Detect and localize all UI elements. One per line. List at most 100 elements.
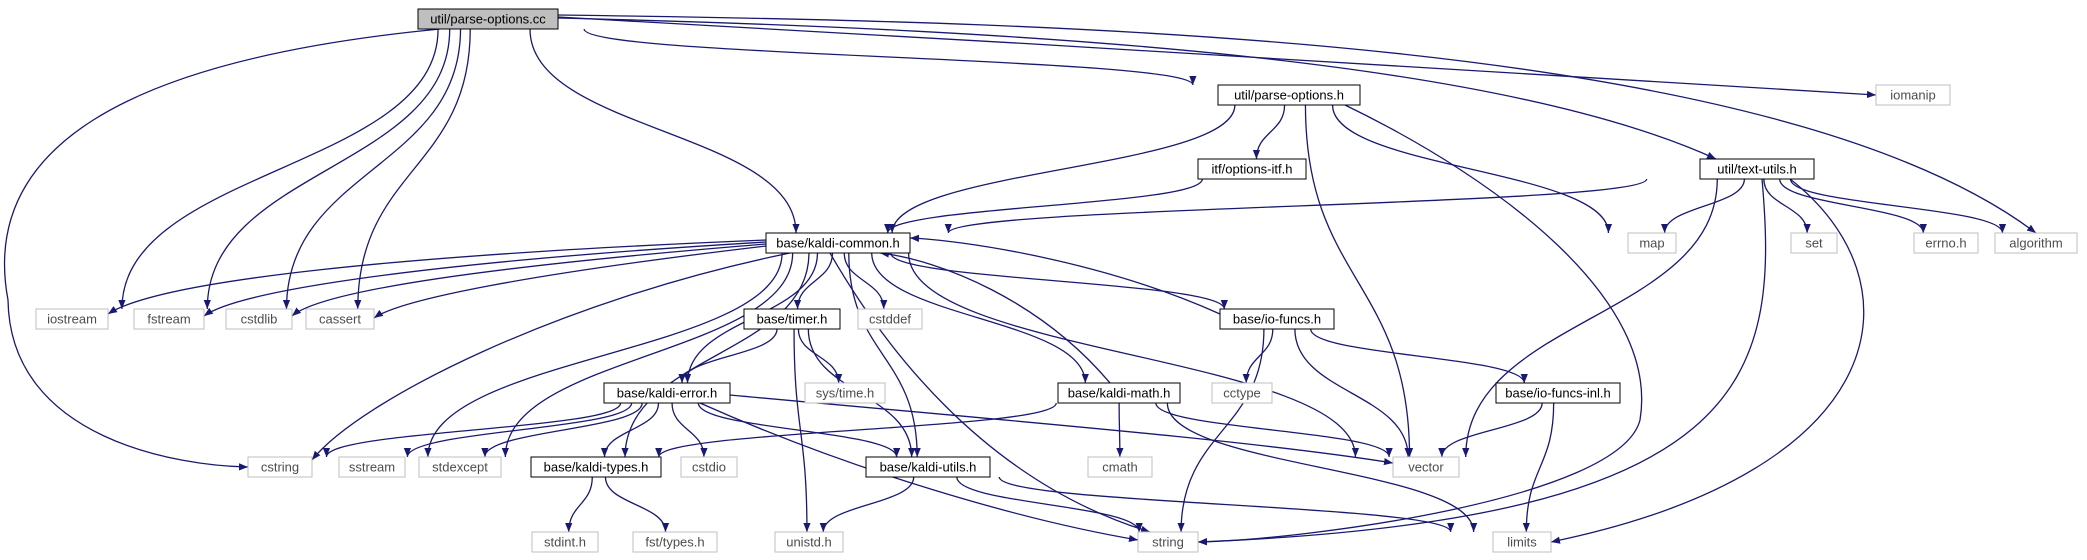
edge-kcommon-to-vector — [907, 252, 1360, 458]
edge-iofuncs-to-vector — [1294, 328, 1412, 458]
edge-kerror-to-cstdio — [671, 402, 708, 458]
node-cmath: cmath — [1087, 456, 1153, 478]
node-iofuncsinl[interactable]: base/io-funcs-inl.h — [1495, 382, 1621, 404]
node-box — [1994, 232, 2078, 254]
node-label: cstdlib — [241, 312, 278, 327]
node-label: util/parse-options.cc — [430, 12, 546, 27]
node-label: cmath — [1102, 460, 1137, 475]
node-algorithm: algorithm — [1994, 232, 2078, 254]
edge-ktypes-to-stdint — [565, 476, 593, 533]
edge-kutils-to-string — [956, 476, 1143, 533]
node-unistd: unistd.h — [774, 531, 844, 553]
edge-kerror-to-cstring — [322, 402, 622, 458]
node-text_utils[interactable]: util/text-utils.h — [1699, 158, 1815, 180]
node-box — [1627, 232, 1677, 254]
nodes: util/parse-options.cc util/parse-options.… — [35, 8, 2078, 553]
edge-text_utils-to-kcommon — [944, 178, 1648, 234]
node-label: cctype — [1223, 386, 1261, 401]
node-box — [1057, 382, 1181, 404]
edge-kcommon-to-string — [829, 252, 1151, 533]
node-box — [338, 456, 406, 478]
node-box — [680, 456, 738, 478]
node-sstream: sstream — [338, 456, 406, 478]
node-box — [1699, 158, 1815, 180]
edge-kcommon-to-iostream — [107, 239, 767, 315]
node-label: base/timer.h — [757, 312, 828, 327]
edge-text_utils-to-set — [1763, 178, 1811, 234]
edge-root-to-iomanip — [557, 16, 1877, 99]
edge-iofuncs-to-kcommon — [909, 234, 1221, 315]
edge-kerror-to-vector — [729, 394, 1394, 466]
node-label: unistd.h — [786, 535, 832, 550]
node-cctype: cctype — [1211, 382, 1273, 404]
edge-text_utils-to-vector — [1462, 178, 1718, 458]
node-label: string — [1152, 535, 1184, 550]
edges — [3, 14, 2037, 546]
node-box — [1217, 84, 1361, 106]
node-box — [1495, 382, 1621, 404]
node-box — [530, 456, 662, 478]
node-label: map — [1639, 236, 1664, 251]
node-ktypes[interactable]: base/kaldi-types.h — [530, 456, 662, 478]
node-box — [418, 456, 502, 478]
node-box — [1211, 382, 1273, 404]
node-box — [603, 382, 731, 404]
edge-kcommon-to-fstream — [203, 241, 767, 317]
node-label: cstddef — [869, 312, 911, 327]
edge-kmath-to-vector — [1155, 402, 1393, 458]
node-box — [765, 232, 911, 254]
node-box — [1790, 232, 1838, 254]
node-limits: limits — [1492, 531, 1552, 553]
node-box — [305, 308, 375, 330]
node-kcommon[interactable]: base/kaldi-common.h — [765, 232, 911, 254]
node-fstream: fstream — [133, 308, 205, 330]
edge-kcommon-to-kmath — [871, 252, 1089, 384]
edge-root-to-cstring — [3, 28, 441, 471]
node-iofuncs[interactable]: base/io-funcs.h — [1219, 308, 1335, 330]
node-label: errno.h — [1925, 236, 1966, 251]
node-root[interactable]: util/parse-options.cc — [417, 8, 559, 30]
node-label: fstream — [147, 312, 190, 327]
node-box — [774, 531, 844, 553]
edge-po_h-to-opt_itf — [1252, 104, 1286, 160]
node-label: base/io-funcs-inl.h — [1505, 386, 1611, 401]
edge-kutils-to-limits — [998, 476, 1455, 533]
edge-text_utils-to-errno — [1779, 178, 1927, 234]
node-box — [1392, 456, 1460, 478]
edge-iofuncs-to-iofuncsinl — [1310, 328, 1528, 384]
node-box — [531, 531, 599, 553]
node-cstring: cstring — [247, 456, 313, 478]
node-kmath[interactable]: base/kaldi-math.h — [1057, 382, 1181, 404]
node-po_h[interactable]: util/parse-options.h — [1217, 84, 1361, 106]
node-label: stdexcept — [432, 460, 488, 475]
edge-po_h-to-string — [1197, 104, 1643, 546]
node-kutils[interactable]: base/kaldi-utils.h — [865, 456, 991, 478]
node-box — [1492, 531, 1552, 553]
edge-text_utils-to-map — [1661, 178, 1746, 234]
node-label: iostream — [47, 312, 97, 327]
node-iostream: iostream — [35, 308, 109, 330]
node-cassert: cassert — [305, 308, 375, 330]
node-box — [133, 308, 205, 330]
node-box — [247, 456, 313, 478]
edge-root-to-kcommon — [529, 28, 800, 234]
node-label: util/text-utils.h — [1717, 162, 1796, 177]
node-box — [743, 308, 841, 330]
edge-kerror-to-sstream — [403, 402, 633, 458]
node-box — [1197, 158, 1307, 180]
edge-kerror-to-ktypes — [600, 402, 660, 458]
edge-iofuncs-to-string — [1177, 328, 1265, 533]
node-timer[interactable]: base/timer.h — [743, 308, 841, 330]
node-cstddef: cstddef — [857, 308, 923, 330]
node-stdint: stdint.h — [531, 531, 599, 553]
edge-kcommon-to-cstring — [311, 252, 791, 461]
node-kerror[interactable]: base/kaldi-error.h — [603, 382, 731, 404]
node-label: stdint.h — [544, 535, 586, 550]
node-opt_itf[interactable]: itf/options-itf.h — [1197, 158, 1307, 180]
edge-kcommon-to-cstdlib — [291, 243, 767, 317]
node-label: itf/options-itf.h — [1212, 162, 1293, 177]
edge-root-to-fstream — [203, 28, 451, 310]
node-label: sys/time.h — [816, 386, 875, 401]
node-label: vector — [1408, 460, 1444, 475]
